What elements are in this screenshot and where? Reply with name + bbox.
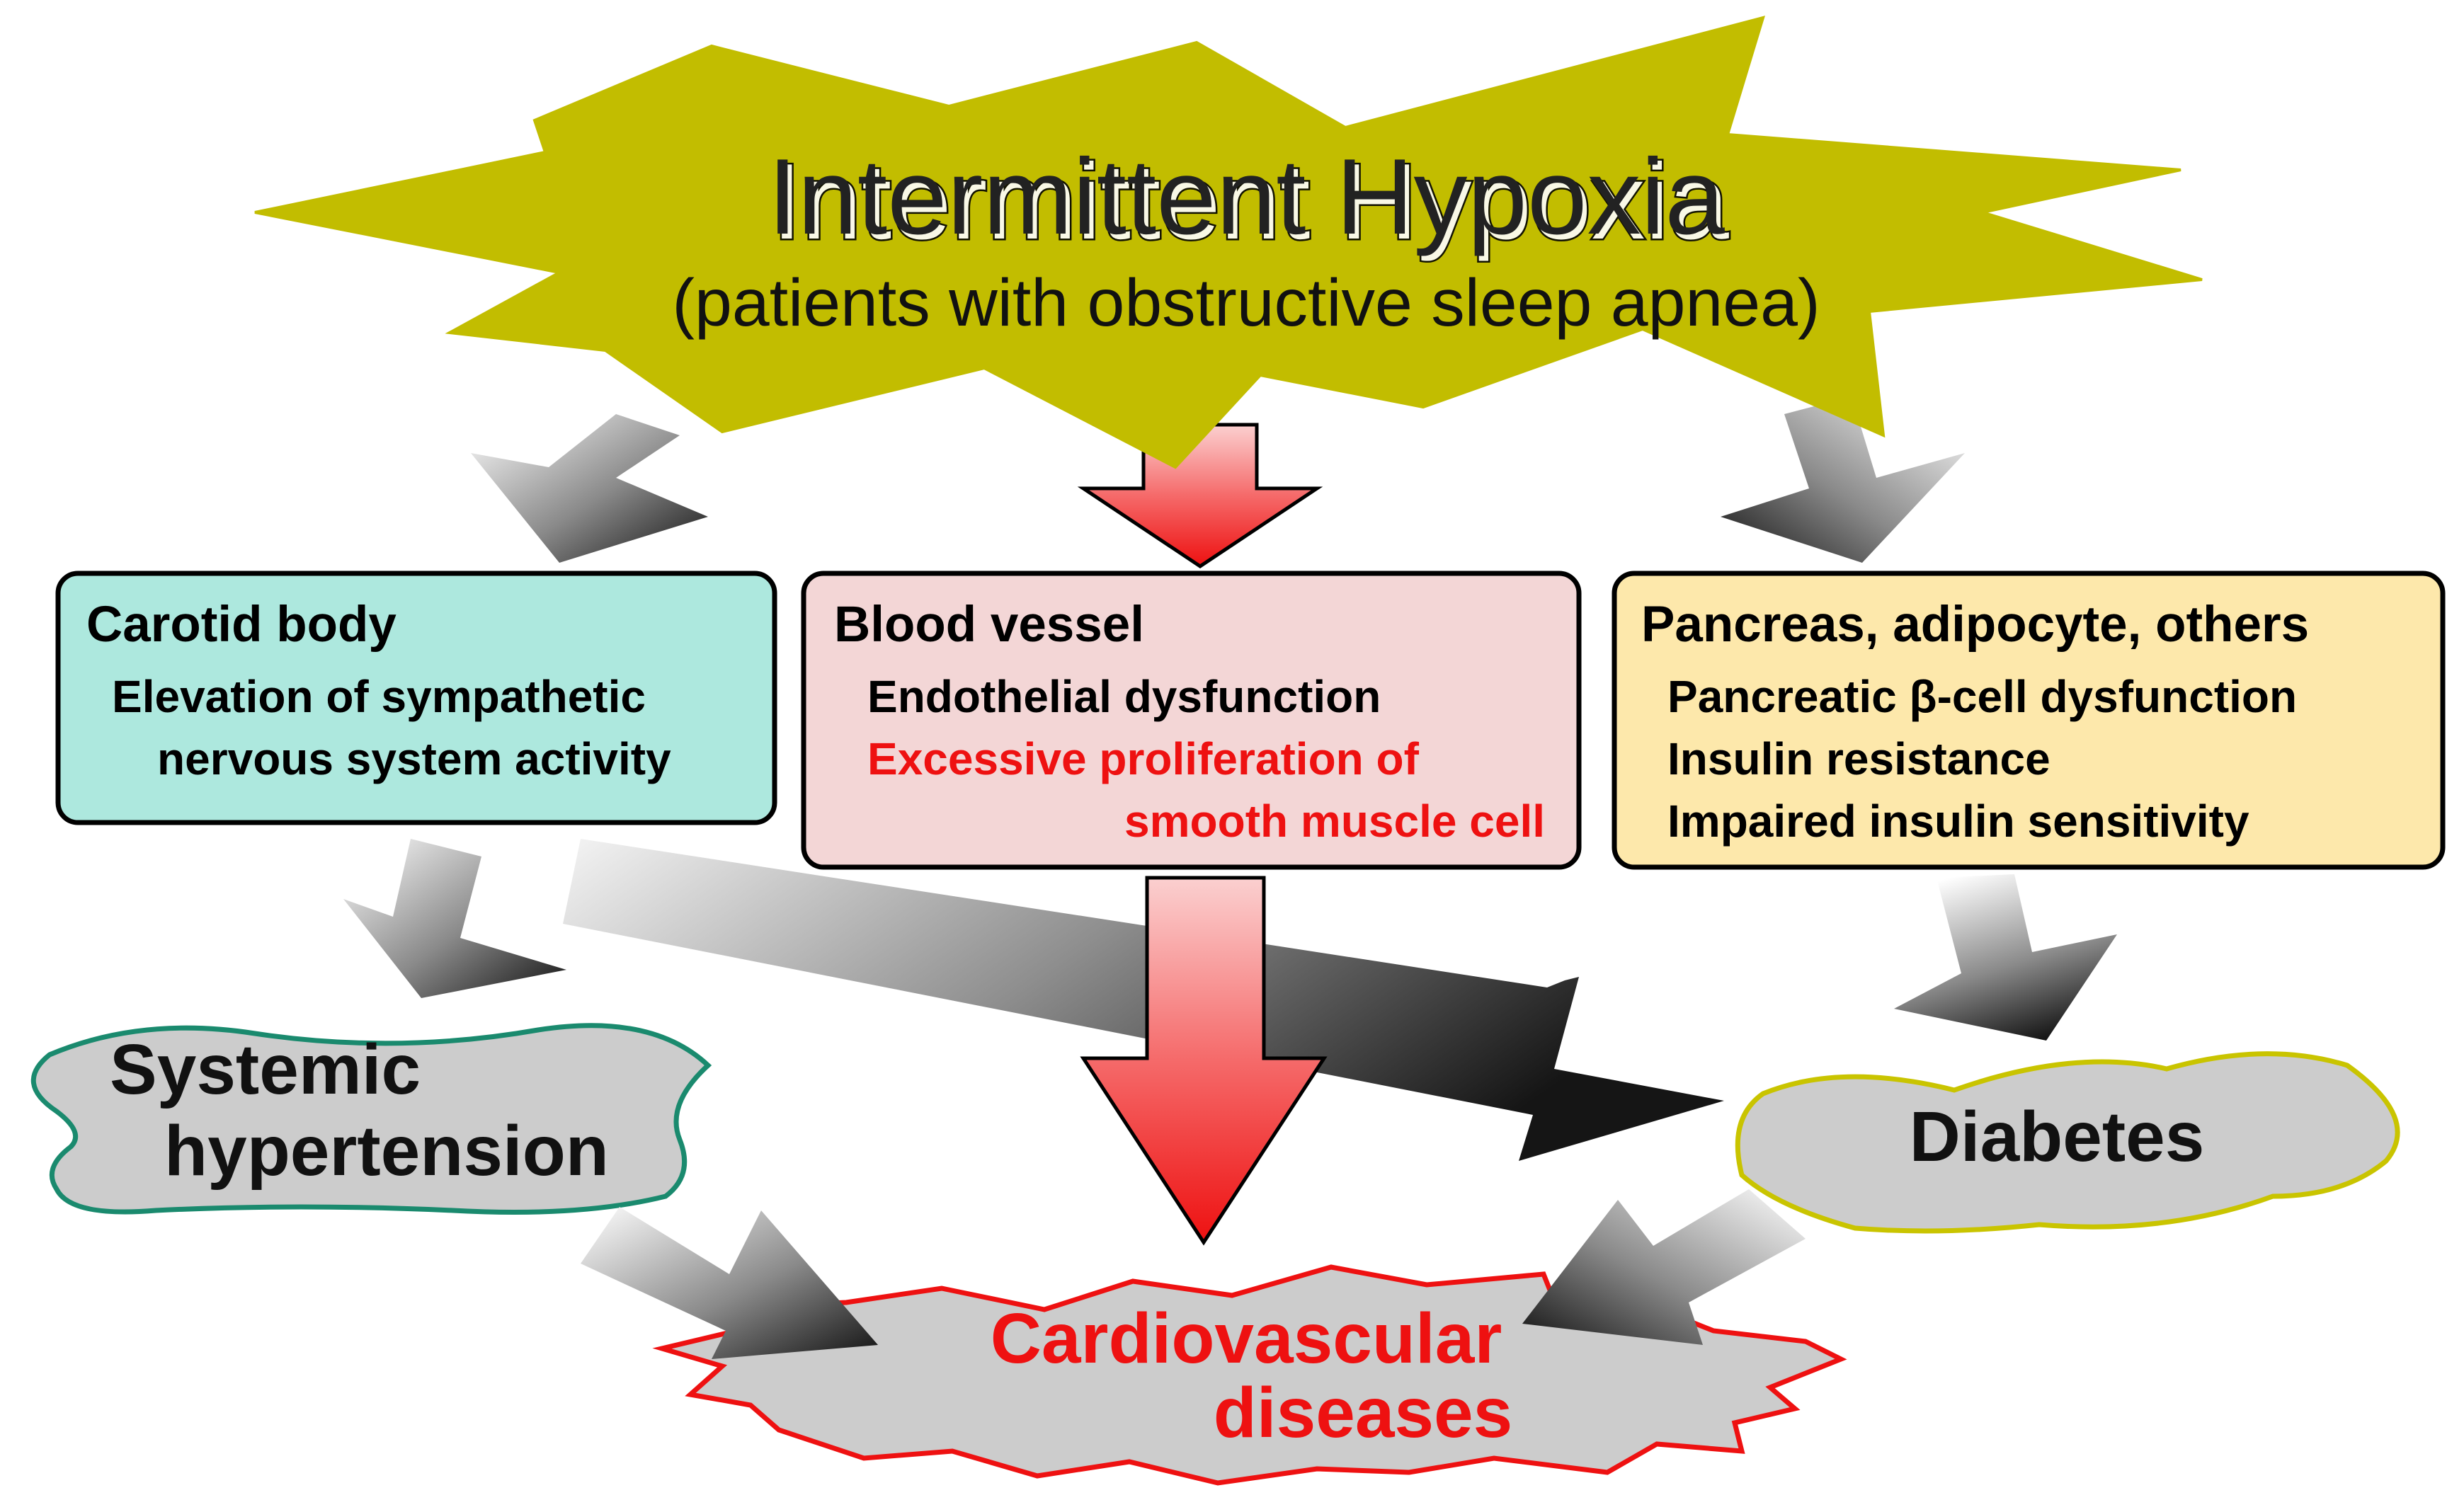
blood-vessel-title: Blood vessel: [834, 597, 1144, 653]
hypoxia-title: Intermittent Hypoxia: [772, 142, 1729, 262]
pancreas-line-1: Pancreatic β-cell dysfunction: [1667, 671, 2297, 722]
hypertension-label-2: hypertension: [164, 1111, 609, 1191]
blood-vessel-line-2: Excessive proliferation of: [867, 733, 1420, 784]
hypertension-label-1: Systemic: [110, 1030, 421, 1109]
hypertension-blob: [30, 1023, 712, 1215]
carotid-body-box: [55, 571, 777, 825]
arrow-carotid-to-diabetes: [563, 839, 1724, 1161]
arrow-hypoxia-to-carotid: [471, 414, 708, 563]
cvd-label-2: diseases: [1214, 1373, 1513, 1453]
pancreas-line-2: Insulin resistance: [1667, 733, 2051, 784]
arrow-pancreas-to-diabetes: [1894, 874, 2117, 1041]
arrow-carotid-to-hypertension: [343, 839, 566, 998]
pancreas-box: [1612, 571, 2446, 870]
pancreas-title: Pancreas, adipocyte, others: [1641, 597, 2309, 653]
arrow-diabetes-to-cvd: [1522, 1189, 1806, 1345]
arrow-vessel-to-cvd: [1080, 876, 1328, 1246]
carotid-body-line-2: nervous system activity: [157, 733, 671, 784]
hypoxia-subtitle: (patients with obstructive sleep apnea): [672, 265, 1820, 340]
diabetes-blob: [1735, 1051, 2400, 1234]
arrow-hypoxia-to-pancreas: [1721, 396, 1965, 563]
blood-vessel-line-1: Endothelial dysfunction: [867, 671, 1381, 722]
arrow-hypoxia-to-vessel: [1077, 423, 1323, 569]
pancreas-line-3: Impaired insulin sensitivity: [1667, 796, 2249, 847]
hypoxia-title-front: Intermittent Hypoxia: [768, 137, 1725, 257]
arrow-hypertension-to-cvd: [581, 1207, 878, 1359]
blood-vessel-box: [801, 571, 1582, 870]
blood-vessel-line-3: smooth muscle cell: [1124, 796, 1545, 847]
carotid-body-line-1: Elevation of sympathetic: [112, 671, 646, 722]
cvd-label-1: Cardiovascular: [991, 1299, 1502, 1378]
carotid-body-title: Carotid body: [86, 597, 397, 653]
diabetes-label: Diabetes: [1910, 1097, 2205, 1176]
hypoxia-starburst: [254, 16, 2203, 469]
